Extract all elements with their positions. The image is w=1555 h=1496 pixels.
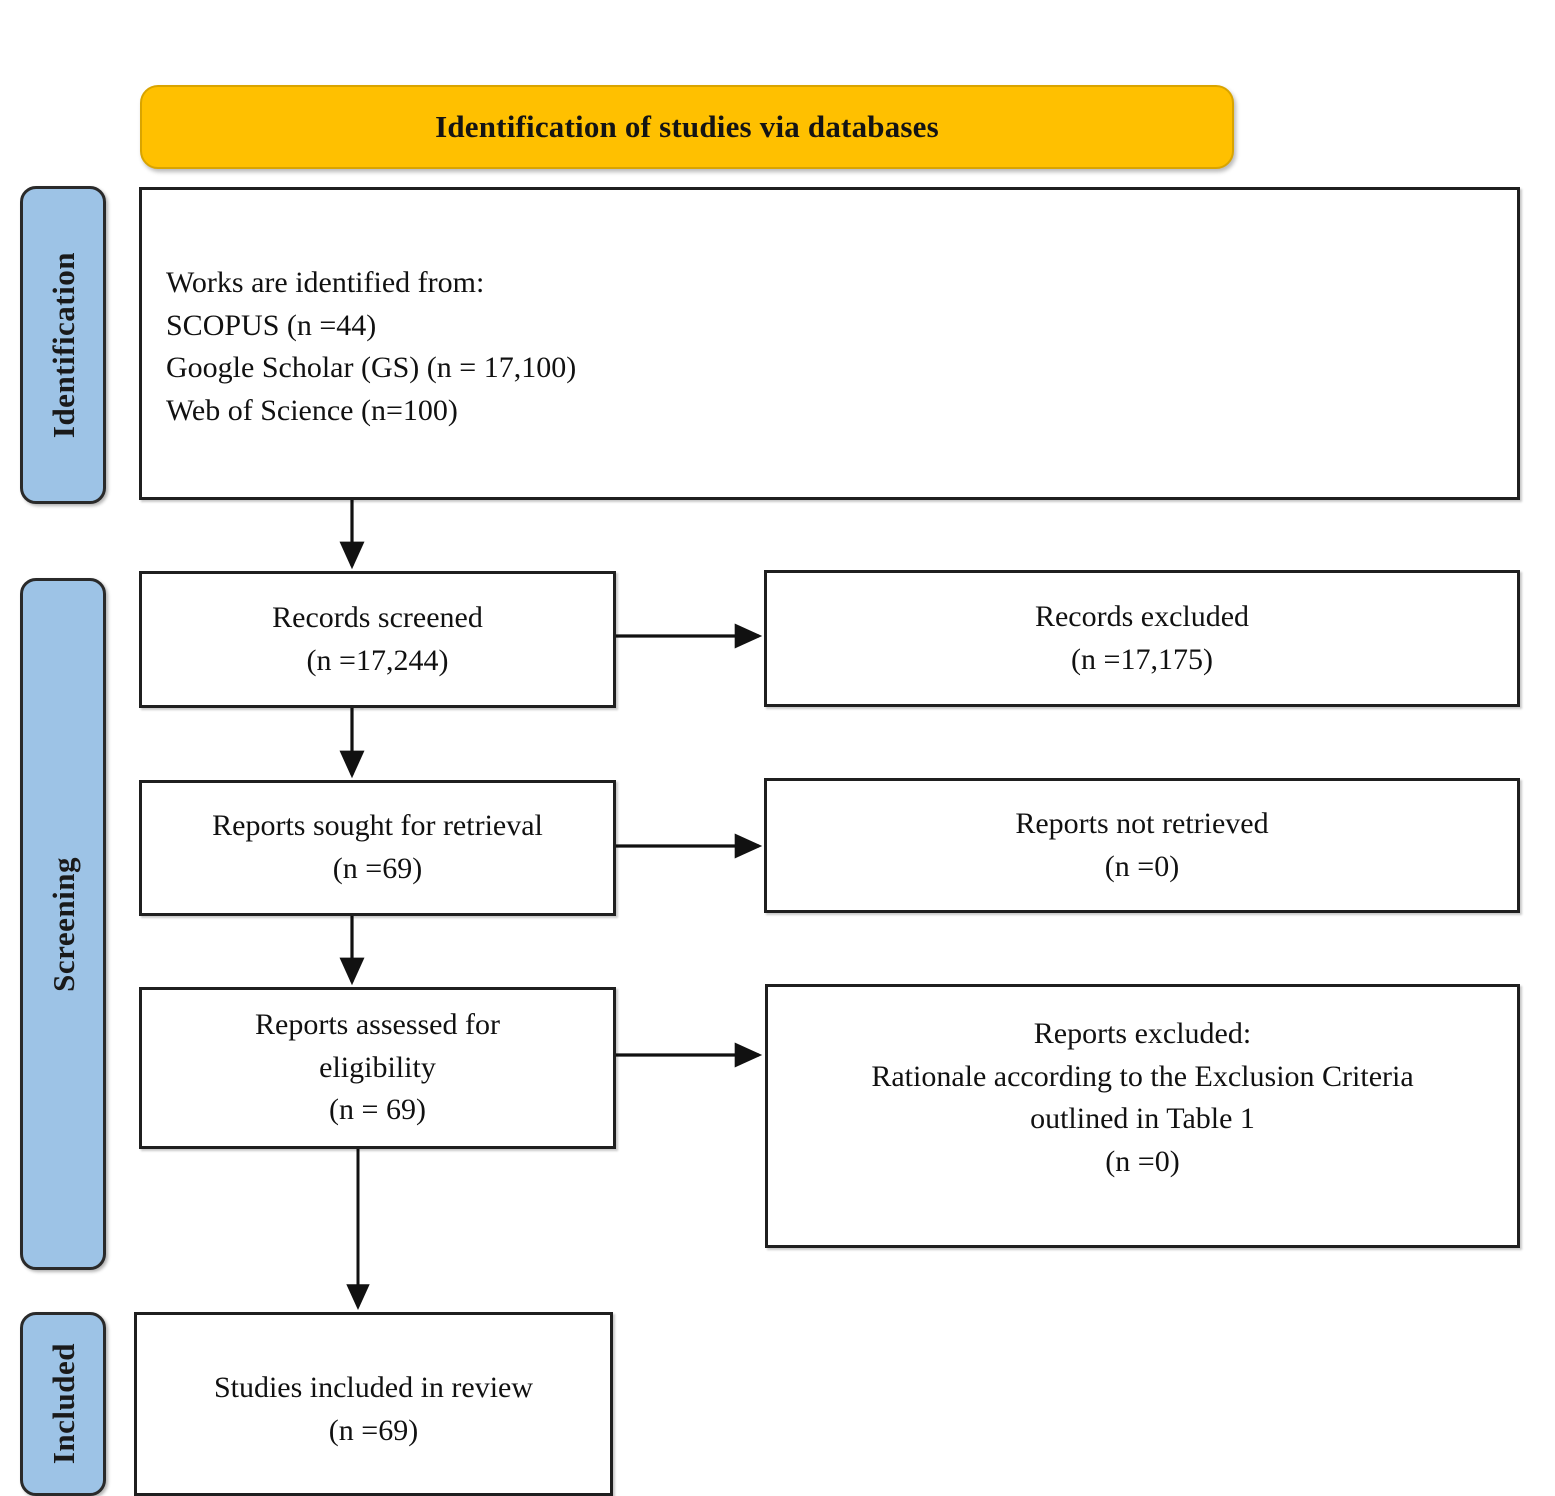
reports-not-retrieved-text: Reports not retrieved (n =0): [1001, 803, 1282, 888]
box-identification-sources: Works are identified from: SCOPUS (n =44…: [139, 187, 1520, 500]
records-screened-line-1: Records screened: [272, 600, 483, 634]
phase-identification-label: Identification: [45, 251, 81, 439]
records-excluded-text: Records excluded (n =17,175): [1021, 596, 1263, 681]
identification-line-1: Works are identified from:: [166, 266, 485, 299]
box-studies-included: Studies included in review (n =69): [134, 1312, 613, 1496]
banner-identification-databases: Identification of studies via databases: [140, 85, 1234, 169]
reports-excluded-line-4: (n =0): [1105, 1144, 1180, 1178]
identification-line-3: Google Scholar (GS) (n = 17,100): [166, 351, 577, 385]
reports-sought-line-1: Reports sought for retrieval: [212, 809, 543, 843]
reports-excluded-line-2: Rationale according to the Exclusion Cri…: [871, 1059, 1414, 1093]
reports-assessed-line-3: (n = 69): [329, 1093, 426, 1127]
reports-assessed-text: Reports assessed for eligibility (n = 69…: [241, 1004, 514, 1132]
reports-excluded-line-3: outlined in Table 1: [1030, 1102, 1255, 1136]
box-records-screened: Records screened (n =17,244): [139, 571, 616, 708]
records-screened-line-2: (n =17,244): [306, 643, 449, 677]
studies-included-line-2: (n =69): [328, 1413, 419, 1447]
phase-screening-label: Screening: [45, 856, 81, 992]
reports-excluded-line-1: Reports excluded:: [1033, 1017, 1252, 1050]
reports-not-retrieved-line-2: (n =0): [1104, 849, 1180, 883]
phase-included: Included: [20, 1312, 106, 1496]
box-records-excluded: Records excluded (n =17,175): [764, 570, 1520, 707]
records-screened-text: Records screened (n =17,244): [258, 597, 497, 682]
reports-sought-text: Reports sought for retrieval (n =69): [198, 805, 557, 890]
box-reports-assessed: Reports assessed for eligibility (n = 69…: [139, 987, 616, 1149]
records-excluded-line-2: (n =17,175): [1071, 642, 1213, 676]
reports-sought-line-2: (n =69): [332, 852, 423, 885]
identification-sources-text: Works are identified from: SCOPUS (n =44…: [166, 262, 576, 432]
phase-identification: Identification: [20, 186, 106, 504]
box-reports-sought: Reports sought for retrieval (n =69): [139, 780, 616, 916]
studies-included-line-1: Studies included in review: [213, 1371, 534, 1404]
identification-line-2: SCOPUS (n =44): [166, 308, 377, 342]
phase-included-label: Included: [45, 1343, 81, 1465]
box-reports-not-retrieved: Reports not retrieved (n =0): [764, 778, 1520, 913]
studies-included-text: Studies included in review (n =69): [200, 1367, 547, 1452]
box-reports-excluded: Reports excluded: Rationale according to…: [765, 984, 1520, 1248]
reports-assessed-line-1: Reports assessed for: [255, 1008, 500, 1042]
banner-title: Identification of studies via databases: [435, 109, 939, 144]
reports-excluded-text: Reports excluded: Rationale according to…: [857, 1013, 1427, 1183]
reports-not-retrieved-line-1: Reports not retrieved: [1015, 806, 1269, 840]
phase-screening: Screening: [20, 578, 106, 1270]
records-excluded-line-1: Records excluded: [1034, 599, 1250, 633]
reports-assessed-line-2: eligibility: [319, 1050, 436, 1084]
identification-line-4: Web of Science (n=100): [166, 393, 458, 427]
